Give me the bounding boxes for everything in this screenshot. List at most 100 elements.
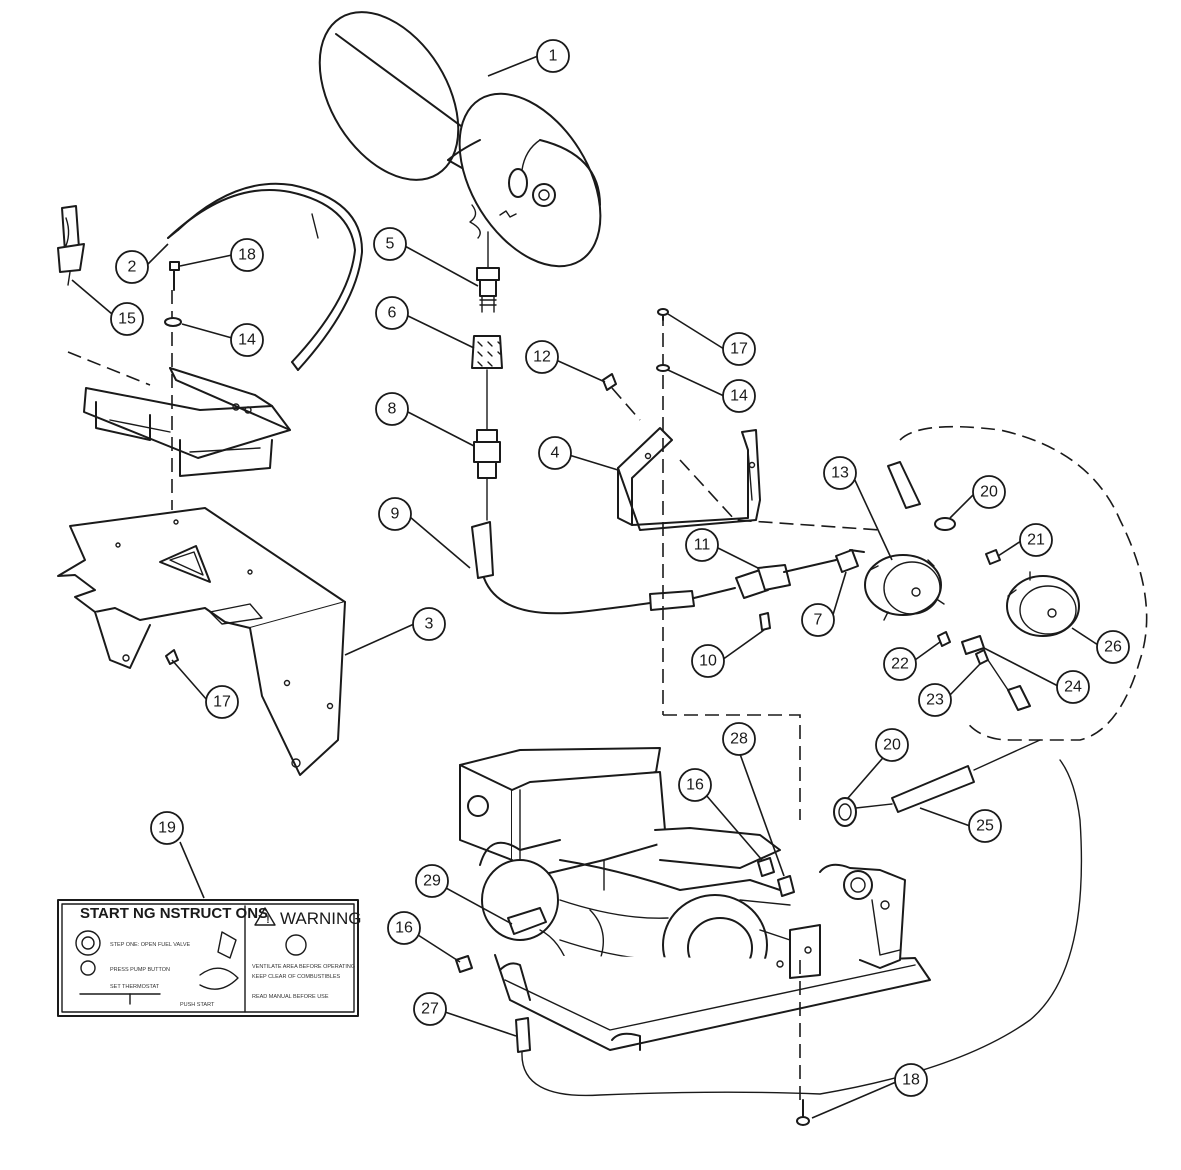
- decal-line-1: STEP ONE: OPEN FUEL VALVE: [110, 942, 191, 948]
- part-12-screw: [602, 373, 617, 391]
- callout-4: [538, 436, 572, 470]
- svg-text:7: 7: [814, 612, 823, 629]
- part-29-tube: [507, 907, 547, 935]
- callout-20-top: [972, 475, 1006, 509]
- callout-2: [115, 250, 149, 284]
- svg-text:!: !: [266, 914, 270, 926]
- callouts: 1 2 18 14 15 3 17 5 6 8: [71, 39, 1130, 1119]
- alignment-loop: [899, 425, 1148, 741]
- svg-text:24: 24: [1064, 679, 1082, 696]
- part-14-washer-left: [164, 317, 182, 327]
- part-11-tee-fitting: [735, 559, 837, 599]
- svg-text:10: 10: [699, 653, 717, 670]
- callout-19: [150, 811, 184, 845]
- svg-text:3: 3: [425, 616, 434, 633]
- alignment-line-f: [679, 459, 881, 531]
- decal-warn-line-1: VENTILATE AREA BEFORE OPERATING: [252, 964, 355, 970]
- svg-text:28: 28: [730, 731, 748, 748]
- part-26-cover: [1006, 571, 1080, 637]
- alignment-line-c: [611, 387, 641, 421]
- callout-14-left: [230, 323, 264, 357]
- callout-14-right: [722, 379, 756, 413]
- callout-15: [110, 302, 144, 336]
- part-1-fuel-tank: [318, 11, 602, 268]
- callout-17-right: [722, 332, 756, 366]
- alignment-line-a: [67, 351, 151, 386]
- callout-12: [525, 340, 559, 374]
- decal-warn-line-3: READ MANUAL BEFORE USE: [252, 994, 329, 1000]
- svg-text:20: 20: [980, 484, 998, 501]
- svg-text:23: 23: [926, 692, 944, 709]
- callout-26: [1096, 630, 1130, 664]
- part-28-fitting: [777, 875, 795, 897]
- callout-8: [375, 392, 409, 426]
- svg-text:13: 13: [831, 465, 849, 482]
- svg-text:22: 22: [891, 656, 909, 673]
- callout-28: [722, 722, 756, 756]
- callout-3: [412, 607, 446, 641]
- callout-6: [375, 296, 409, 330]
- part-20-clamp-lower: [833, 797, 857, 827]
- svg-text:9: 9: [391, 506, 400, 523]
- callout-9: [378, 497, 412, 531]
- motor-assembly: [459, 747, 931, 1051]
- svg-text:11: 11: [694, 537, 711, 554]
- callout-5: [373, 227, 407, 261]
- svg-text:8: 8: [388, 401, 397, 418]
- part-7-elbow: [835, 549, 865, 573]
- svg-text:12: 12: [533, 349, 551, 366]
- callout-17-left: [205, 685, 239, 719]
- svg-text:5: 5: [386, 236, 395, 253]
- part-17-screw-left: [165, 649, 179, 665]
- part-10-nipple: [759, 612, 771, 631]
- part-19-instruction-decal: ! START NG NSTRUCT ONS WARNING STEP ONE:…: [57, 899, 362, 1017]
- part-5-fitting: [476, 267, 500, 313]
- part-18-bolt-bottom: [796, 1099, 810, 1126]
- part-20-hose-upper: [887, 461, 956, 531]
- part-9-fuel-line: [471, 521, 736, 615]
- part-25-hose: [891, 739, 1041, 813]
- part-2-tank-strap: [167, 182, 364, 371]
- svg-text:26: 26: [1104, 639, 1122, 656]
- svg-text:18: 18: [902, 1072, 920, 1089]
- callout-23: [918, 683, 952, 717]
- part-4-bracket: [617, 427, 761, 531]
- part-14-washer-right: [656, 364, 670, 372]
- svg-text:14: 14: [730, 388, 748, 405]
- part-8-adapter: [473, 429, 501, 479]
- callout-25: [968, 809, 1002, 843]
- svg-text:2: 2: [128, 259, 137, 276]
- drain-hose: [521, 759, 1083, 1097]
- part-21-fitting: [985, 549, 1001, 565]
- alignment-line-e: [663, 714, 801, 820]
- decal-warn-line-2: KEEP CLEAR OF COMBUSTIBLES: [252, 974, 341, 980]
- part-16-cap-top: [757, 857, 775, 877]
- callout-11: [685, 528, 719, 562]
- svg-text:1: 1: [549, 48, 558, 65]
- svg-text:14: 14: [238, 332, 256, 349]
- svg-text:27: 27: [421, 1001, 439, 1018]
- svg-text:21: 21: [1027, 532, 1045, 549]
- callout-27: [413, 992, 447, 1026]
- svg-text:17: 17: [213, 694, 231, 711]
- decal-warning: WARNING: [280, 909, 362, 928]
- hose-connector: [855, 803, 893, 809]
- svg-text:18: 18: [238, 247, 256, 264]
- svg-text:16: 16: [686, 777, 704, 794]
- svg-text:15: 15: [118, 311, 136, 328]
- decal-title: START NG NSTRUCT ONS: [80, 905, 268, 922]
- callout-13: [823, 456, 857, 490]
- decal-line-2: PRESS PUMP BUTTON: [110, 967, 170, 973]
- callout-22: [883, 647, 917, 681]
- svg-text:20: 20: [883, 737, 901, 754]
- callout-21: [1019, 523, 1053, 557]
- part-6-nut: [471, 335, 503, 369]
- svg-text:4: 4: [551, 445, 560, 462]
- part-22-screw: [937, 631, 951, 647]
- callout-24: [1056, 670, 1090, 704]
- part-13-pump: [864, 554, 945, 621]
- part-16-cap-left: [455, 955, 473, 973]
- callout-16-top: [678, 768, 712, 802]
- svg-text:19: 19: [158, 820, 176, 837]
- svg-text:25: 25: [976, 818, 994, 835]
